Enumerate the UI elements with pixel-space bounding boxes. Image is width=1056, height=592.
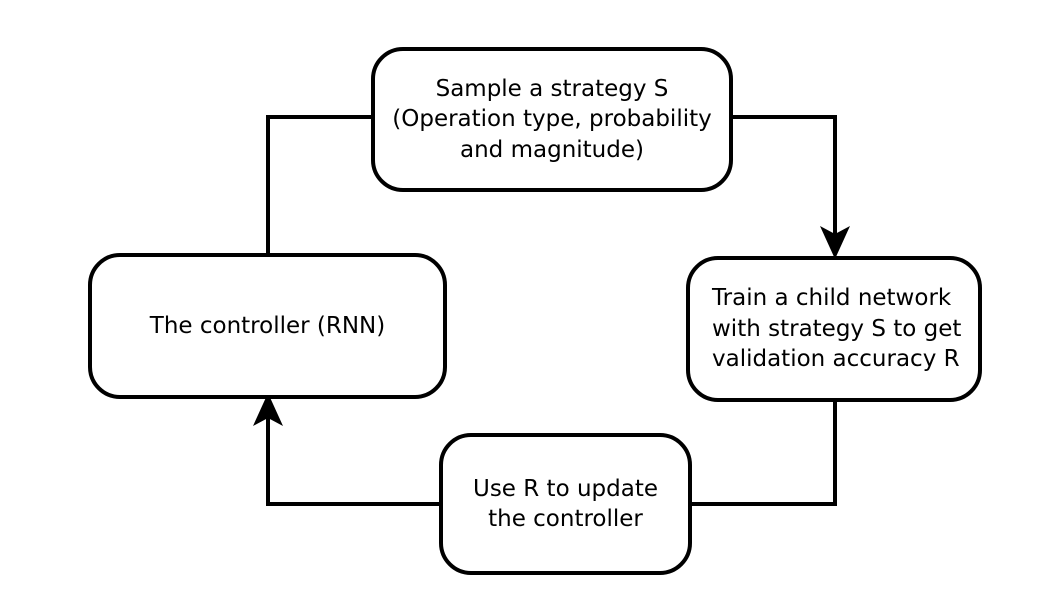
arrowhead-up-into-controller: [253, 393, 283, 426]
arrowhead-down-into-train: [820, 226, 850, 259]
node-sample-strategy[interactable]: [371, 47, 733, 192]
node-controller[interactable]: [88, 253, 447, 399]
node-update-controller[interactable]: [439, 433, 692, 575]
node-train-child-network[interactable]: [686, 256, 982, 402]
edge-controller-to-sample: [266, 115, 375, 255]
edge-sample-to-train: [729, 115, 837, 236]
edge-update-to-controller: [266, 415, 443, 506]
edge-train-to-update: [692, 398, 837, 506]
